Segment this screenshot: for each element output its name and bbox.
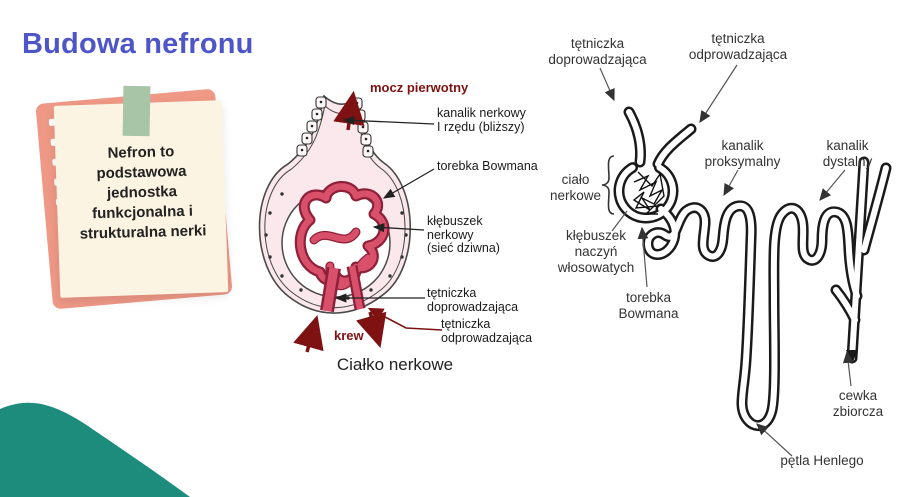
nephron-illustration	[599, 64, 892, 457]
label-kanalik-dystalny: kanalik dystalny	[822, 138, 873, 169]
label-tetniczka-doprowadzajaca: tętniczka doprowadzająca	[427, 286, 519, 314]
leader-lines	[334, 115, 443, 331]
label-kanalik-proksymalny: kanalik proksymalny	[704, 138, 781, 169]
note-text: Nefron to podstawowa jednostka funkcjona…	[79, 143, 207, 243]
arteriole-trunks	[320, 264, 366, 313]
label-tetniczka-odprowadzajaca: tętniczka odprowadzająca	[441, 317, 533, 345]
label-cialo-nerkowe: ciało nerkowe	[549, 172, 602, 203]
label-klebuszek-naczyn: kłębuszek naczyń włosowatych	[557, 228, 635, 275]
label-petla-henlego: pętla Henlego	[780, 453, 864, 468]
blood-in-arrow	[293, 314, 324, 353]
nephron-tubule	[613, 106, 892, 431]
glomerulus-scribble	[632, 171, 665, 215]
label-kanalik-nerkowy: kanalik nerkowy I rzędu (bliższy)	[437, 106, 526, 134]
note-tape	[122, 85, 151, 137]
cialo-nerkowe-brace	[601, 155, 615, 215]
blood-out-arrow	[356, 311, 387, 349]
label-klebuszek-nerkowy: kłębuszek nerkowy (sieć dziwna)	[427, 214, 500, 255]
label-r-tetniczka-odprowadzajaca: tętniczka odprowadzająca	[688, 31, 788, 62]
teal-wave-path	[0, 402, 190, 497]
label-krew: krew	[334, 328, 364, 343]
label-mocz-pierwotny: mocz pierwotny	[370, 80, 469, 95]
label-torebka-bowmana: torebka Bowmana	[437, 159, 538, 173]
page-title: Budowa nefronu	[22, 28, 254, 60]
label-r-tetniczka-doprowadzajaca: tętniczka doprowadzająca	[548, 36, 647, 67]
label-cewka-zbiorcza: cewka zbiorcza	[832, 388, 884, 419]
teal-wave-shape	[0, 402, 190, 497]
corpuscle-illustration	[258, 90, 443, 353]
label-r-torebka-bowmana: torebka Bowmana	[618, 290, 679, 321]
nephron-leader-lines	[599, 64, 854, 457]
corpuscle-caption: Ciałko nerkowe	[336, 355, 454, 374]
